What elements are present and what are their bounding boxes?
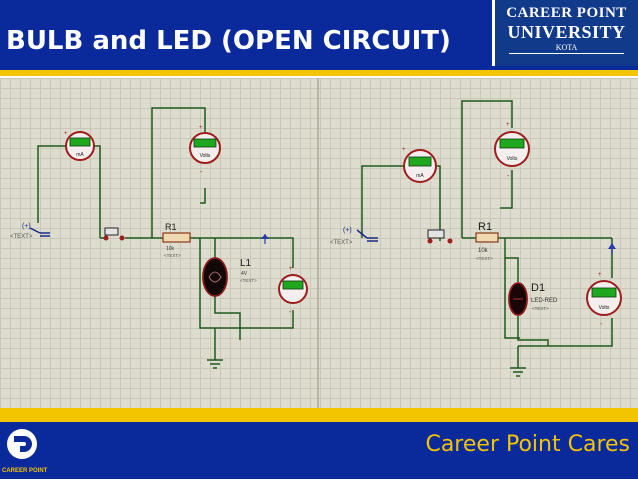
schematic-drawing: (+) <TEXT> mA + R1 10k (10, 78, 622, 408)
led-ammeter: mA + (402, 147, 437, 183)
led-ammeter-plus: + (402, 147, 406, 153)
led-voltmeter-top-plus: + (506, 122, 510, 128)
bulb-voltmeter-right-plus: + (289, 266, 293, 272)
led-resistor-text: <TEXT> (476, 256, 493, 261)
bulb-lamp-value: 4V (241, 271, 248, 277)
led-voltmeter-right: Volts + - (586, 272, 622, 328)
bulb-resistor-value: 10k (166, 246, 175, 252)
bulb-circuit-wires (37, 107, 294, 360)
led-switch[interactable] (427, 229, 453, 244)
slide-title: BULB and LED (OPEN CIRCUIT) (6, 26, 451, 56)
bulb-source-terminal: (+) <TEXT> (10, 223, 50, 240)
led-resistor-value: 10k (478, 248, 489, 254)
logo-line-3: KOTA (555, 43, 578, 52)
led-circuit: (+) <TEXT> mA + R1 10k (330, 100, 622, 377)
logo-line-2: UNIVERSITY (507, 22, 626, 42)
bulb-resistor: R1 10k <TEXT> (162, 222, 191, 258)
logo-line-1: CAREER POINT (506, 5, 627, 21)
bulb-voltmeter-top: Volts + - (189, 125, 221, 176)
bulb-source-text: <TEXT> (10, 234, 33, 240)
led-voltmeter-right-unit: Volts (599, 305, 610, 311)
university-logo: CAREER POINT UNIVERSITY KOTA (492, 0, 638, 66)
bulb-voltmeter-top-plus: + (199, 125, 203, 131)
bulb-ground-symbol (207, 359, 223, 369)
led-voltmeter-top-minus: - (507, 173, 510, 180)
led-source-text: <TEXT> (330, 240, 353, 246)
logo-rule (509, 53, 624, 54)
bulb-ammeter: mA + (64, 131, 95, 161)
led-ammeter-unit: mA (416, 173, 424, 179)
footer-slogan: Career Point Cares (425, 432, 630, 457)
bulb-circuit: (+) <TEXT> mA + R1 10k (10, 107, 308, 369)
bulb-switch[interactable] (100, 227, 125, 241)
bulb-resistor-name: R1 (165, 222, 177, 232)
led-diode-value: LED-RED (531, 298, 558, 304)
career-point-logo: CAREER POINT (0, 422, 56, 479)
bulb-voltmeter-right-minus: - (289, 309, 292, 316)
bulb-voltmeter-top-unit: Volts (200, 153, 211, 159)
bulb-ammeter-plus: + (64, 131, 68, 137)
led-probe-marker (608, 243, 616, 255)
bulb-ammeter-unit: mA (76, 152, 84, 158)
career-point-logo-icon (7, 429, 37, 459)
led-source-terminal: (+) <TEXT> (330, 227, 378, 246)
bulb-voltmeter-right: + - (278, 266, 308, 316)
led-voltmeter-right-plus: + (598, 272, 602, 278)
led-resistor: R1 10k <TEXT> (475, 221, 499, 261)
led-source-label: (+) (343, 227, 352, 234)
led-voltmeter-top-unit: Volts (507, 156, 518, 162)
footer-accent-stripe (0, 408, 638, 422)
led-voltmeter-top: Volts + - (494, 122, 530, 180)
bulb-resistor-text: <TEXT> (164, 253, 181, 258)
bulb-lamp-name: L1 (240, 258, 252, 269)
bulb-voltmeter-top-minus: - (200, 169, 203, 176)
bulb-lamp-text: <TEXT> (240, 278, 257, 283)
header-accent-stripe (0, 70, 638, 76)
bulb-source-label: (+) (22, 223, 31, 230)
footer-bar (0, 422, 638, 479)
bulb-lamp: L1 4V <TEXT> (202, 257, 257, 297)
led-diode-text: <TEXT> (532, 306, 549, 311)
footer-brand-text: CAREER POINT (2, 468, 48, 474)
led-voltmeter-right-minus: - (600, 321, 603, 328)
circuit-schematic-area: (+) <TEXT> mA + R1 10k (0, 78, 638, 408)
led-resistor-name: R1 (478, 221, 492, 233)
led-ground-symbol (510, 367, 526, 377)
bulb-probe-marker (261, 234, 269, 244)
led-diode: D1 LED-RED <TEXT> (508, 282, 558, 316)
led-diode-name: D1 (531, 282, 545, 294)
